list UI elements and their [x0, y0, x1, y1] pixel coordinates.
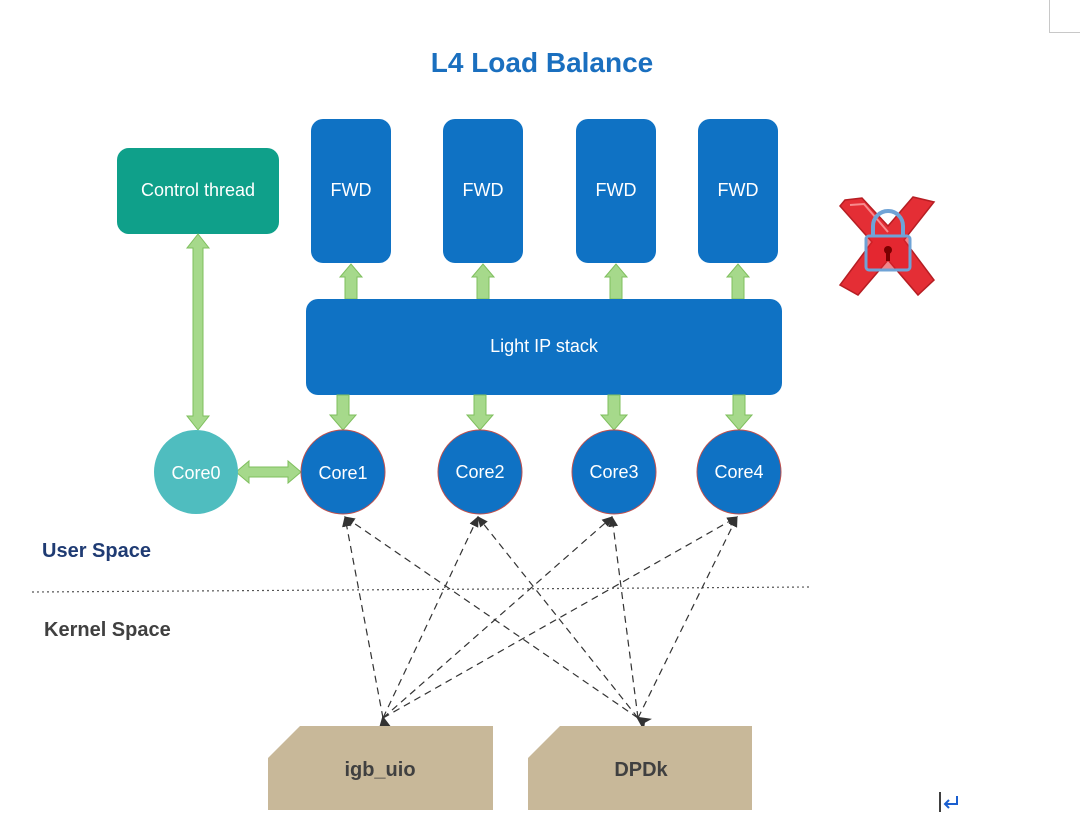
- kernel-space-label: Kernel Space: [44, 619, 171, 641]
- arrow-down-4: [724, 394, 754, 431]
- return-arrow-icon: [939, 792, 958, 812]
- arrow-up-4: [725, 263, 751, 300]
- core1-node: Core1: [300, 429, 386, 515]
- arrow-up-2: [470, 263, 496, 300]
- fwd-label-2: FWD: [463, 180, 504, 200]
- core-driver-links: [342, 515, 739, 732]
- core3-label: Core3: [589, 462, 638, 482]
- stack-to-fwd-arrows: [338, 263, 751, 300]
- fwd-box-4: FWD: [698, 119, 778, 263]
- control-thread-box: Control thread: [117, 148, 279, 234]
- igb-uio-label: igb_uio: [344, 759, 415, 781]
- arrow-down-1: [328, 394, 358, 431]
- space-separator: [31, 586, 811, 593]
- core0-label: Core0: [171, 463, 220, 483]
- ip-stack-box: Light IP stack: [306, 299, 782, 395]
- core0-core1-arrow: [235, 459, 302, 485]
- core4-node: Core4: [696, 429, 782, 515]
- core0-node: Core0: [154, 430, 238, 514]
- ip-stack-label: Light IP stack: [490, 336, 599, 356]
- fwd-label-1: FWD: [331, 180, 372, 200]
- fwd-box-3: FWD: [576, 119, 656, 263]
- page-corner-mark: [1049, 0, 1080, 33]
- link-igb-core2: [382, 515, 479, 719]
- link-igb-core1: [342, 515, 393, 732]
- lock-crossed-icon: [838, 196, 936, 297]
- arrow-up-3: [603, 263, 629, 300]
- control-thread-label: Control thread: [141, 180, 255, 200]
- igb-uio-box: igb_uio: [268, 726, 493, 810]
- link-igb-core4: [382, 516, 739, 719]
- core4-label: Core4: [714, 462, 763, 482]
- dpdk-box: DPDk: [528, 726, 752, 810]
- user-space-label: User Space: [42, 540, 151, 562]
- fwd-label-4: FWD: [718, 180, 759, 200]
- link-dpdk-core2: [477, 516, 639, 719]
- stack-to-core-arrows: [328, 394, 754, 431]
- link-dpdk-core4: [637, 515, 738, 719]
- arrow-up-1: [338, 263, 364, 300]
- dpdk-label: DPDk: [614, 759, 668, 781]
- link-igb-core3: [382, 516, 613, 719]
- core2-label: Core2: [455, 462, 504, 482]
- core3-node: Core3: [571, 429, 657, 515]
- diagram-title: L4 Load Balance: [431, 47, 654, 78]
- core2-node: Core2: [437, 429, 523, 515]
- arrow-down-3: [599, 394, 629, 431]
- arrow-down-2: [465, 394, 495, 431]
- fwd-label-3: FWD: [596, 180, 637, 200]
- link-dpdk-core3: [608, 515, 639, 719]
- control-core0-arrow: [185, 233, 211, 431]
- link-dpdk-core1: [344, 516, 652, 731]
- core1-label: Core1: [318, 463, 367, 483]
- fwd-box-1: FWD: [311, 119, 391, 263]
- fwd-box-2: FWD: [443, 119, 523, 263]
